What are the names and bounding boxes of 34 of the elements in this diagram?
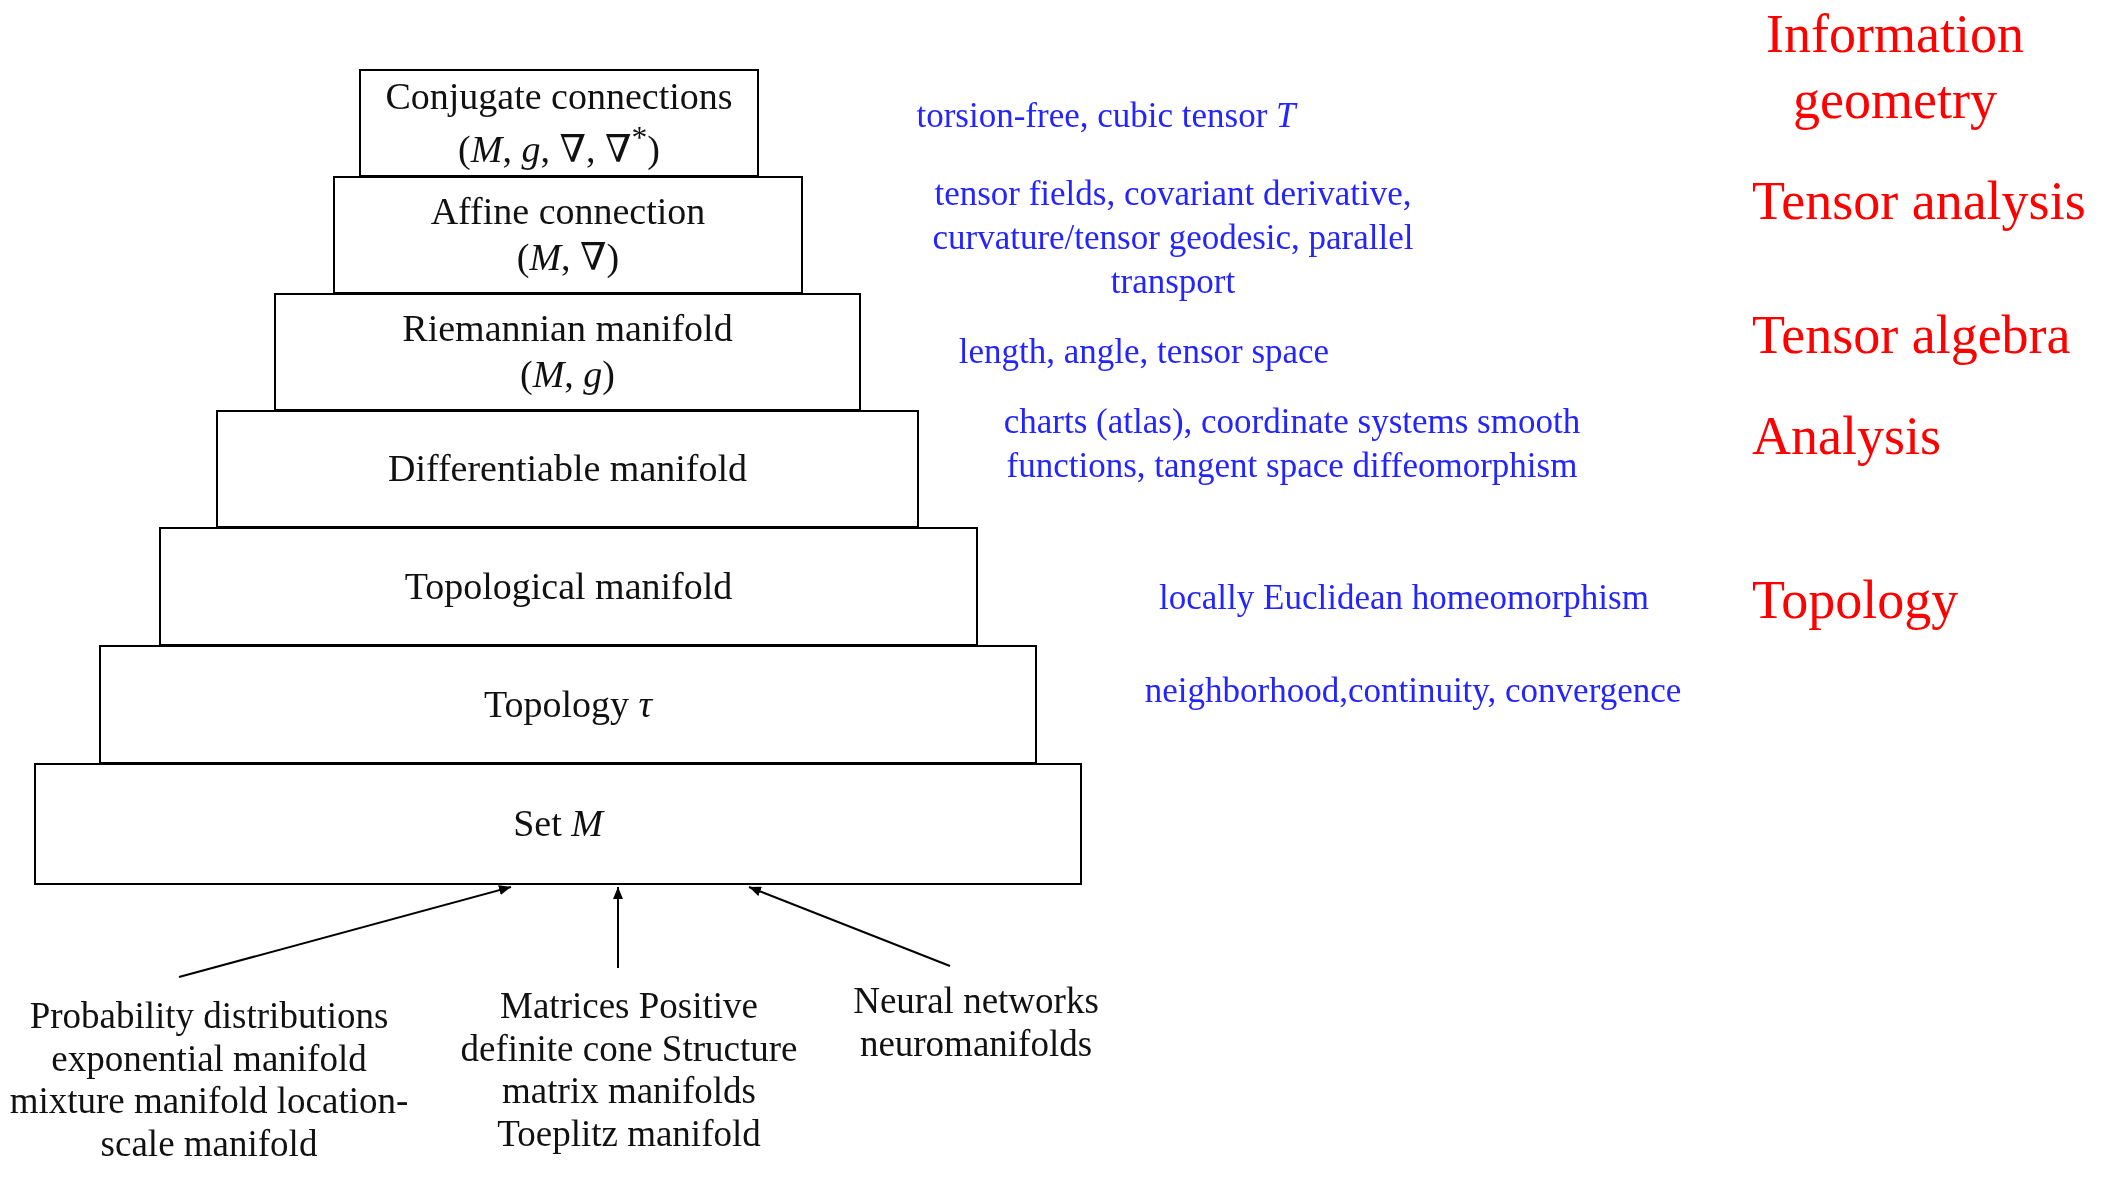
layer-box: [34, 763, 1082, 885]
layer-title: Topological manifold: [404, 563, 733, 609]
layer-title: Conjugate connections: [385, 73, 733, 119]
field-heading: Tensor analysis: [1752, 170, 2087, 233]
concept-list: neighborhood,continuity, convergence: [1083, 669, 1743, 713]
arrow: [613, 886, 623, 969]
layer-title: Affine connection: [430, 189, 706, 235]
example-list: Probability distributions exponential manifold mixture manifold location-scale manifold: [4, 995, 414, 1166]
layer-box: [333, 176, 803, 294]
example-list: Matrices Positive definite cone Structure matrix manifolds Toeplitz manifold: [444, 985, 814, 1156]
layer-box: [99, 645, 1037, 764]
layer-box: [274, 293, 861, 411]
layer-title: Differentiable manifold: [387, 446, 748, 492]
arrow: [748, 886, 951, 967]
example-list: Neural networks neuromanifolds: [826, 980, 1126, 1066]
math-notation: (M, g, ∇, ∇$^{*}$): [458, 119, 660, 172]
arrow: [178, 885, 512, 978]
layer-box: [359, 69, 759, 177]
math-notation: (M, ∇): [516, 235, 620, 280]
field-heading: Topology: [1752, 569, 1960, 632]
math-notation: (M, g): [520, 352, 615, 397]
layer-title: Set M: [513, 801, 603, 847]
field-heading: Information geometry: [1765, 3, 2025, 132]
field-heading: Tensor algebra: [1752, 304, 2072, 367]
layer-box: [159, 527, 978, 646]
concept-list: torsion-free, cubic tensor T: [846, 94, 1366, 138]
concept-list: locally Euclidean homeomorphism: [1084, 576, 1724, 620]
field-heading: Analysis: [1752, 405, 1942, 468]
concept-list: charts (atlas), coordinate systems smooth functions, tangent space diffeomorphism: [1002, 400, 1582, 488]
layer-title: Riemannian manifold: [402, 306, 733, 352]
concept-list: length, angle, tensor space: [864, 330, 1424, 374]
concept-list: tensor fields, covariant derivative, curvature/tensor geodesic, parallel transport: [893, 172, 1453, 304]
layer-box: [216, 410, 919, 528]
layer-title: Topology τ: [483, 681, 653, 727]
